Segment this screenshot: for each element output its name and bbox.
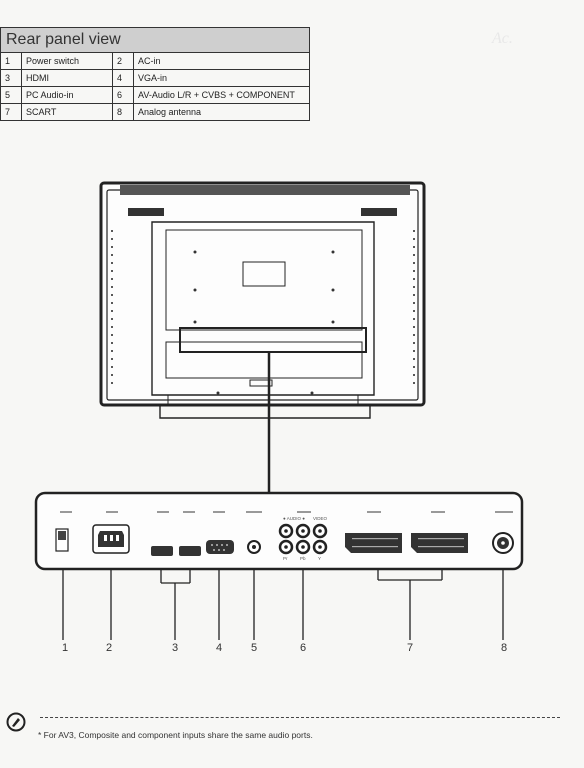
table-row: 7 SCART 8 Analog antenna xyxy=(0,103,310,121)
hdmi-port-icon xyxy=(179,546,201,556)
callout-5: 5 xyxy=(250,642,258,654)
video-label: VIDEO xyxy=(313,516,328,521)
callout-6: 6 xyxy=(299,642,307,654)
vga-port-icon xyxy=(206,540,234,554)
callout-8: 8 xyxy=(500,642,508,654)
callout-2: 2 xyxy=(105,642,113,654)
note-divider xyxy=(40,717,560,718)
callout-7: 7 xyxy=(406,642,414,654)
callout-leaders xyxy=(62,569,504,640)
footnote: * For AV3, Composite and component input… xyxy=(38,730,313,740)
power-switch-rocker xyxy=(58,531,66,540)
callout-3: 3 xyxy=(171,642,179,654)
row-label: Analog antenna xyxy=(133,103,310,121)
pr-label: Pr xyxy=(283,556,288,561)
rca-ports-icon xyxy=(278,523,328,555)
hdmi-port-icon xyxy=(151,546,173,556)
row-label: SCART xyxy=(21,103,113,121)
table-row: 5 PC Audio-in 6 AV-Audio L/R + CVBS + CO… xyxy=(0,86,310,104)
tv-back xyxy=(99,181,426,419)
table-title: Rear panel view xyxy=(0,27,310,53)
screw-dots xyxy=(193,250,335,395)
pb-label: Pb xyxy=(300,556,306,561)
callout-1: 1 xyxy=(61,642,69,654)
audio-label: ● AUDIO ● xyxy=(283,516,305,521)
y-label: Y xyxy=(318,556,321,561)
scart-port-icon xyxy=(345,533,468,553)
connector-panel: ● AUDIO ● VIDEO Pr Pb Y xyxy=(34,491,524,571)
faint-watermark: Ac. xyxy=(492,30,513,47)
table-row: 1 Power switch 2 AC-in xyxy=(0,52,310,70)
note-icon xyxy=(6,712,26,732)
table-row: 3 HDMI 4 VGA-in xyxy=(0,69,310,87)
rear-panel-table: Rear panel view 1 Power switch 2 AC-in 3… xyxy=(0,27,310,121)
callout-4: 4 xyxy=(215,642,223,654)
